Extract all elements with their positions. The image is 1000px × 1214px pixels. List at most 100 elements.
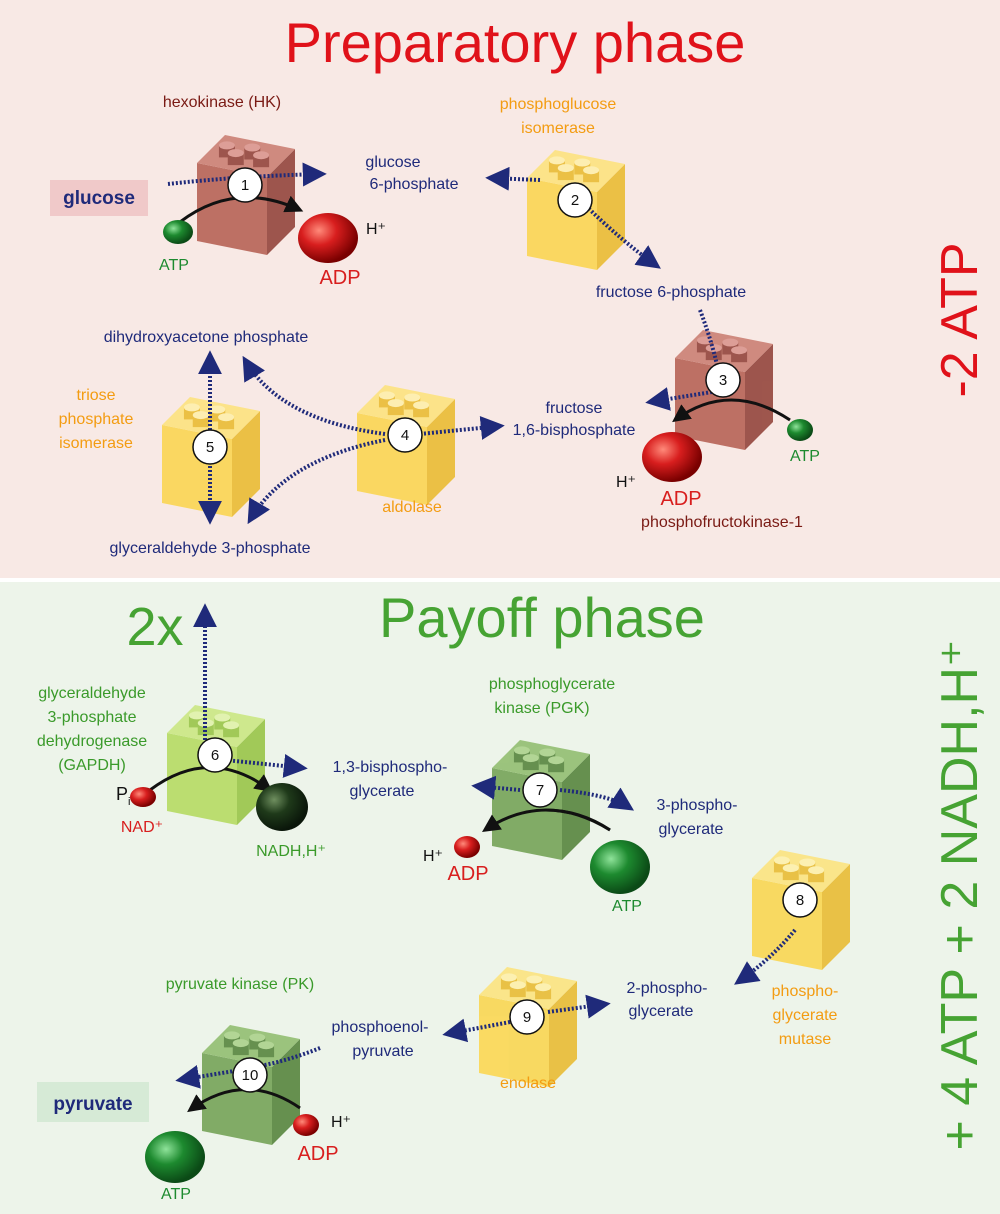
f6p-label: fructose 6-phosphate xyxy=(596,284,746,301)
atp-ball-step1 xyxy=(163,220,193,244)
step-marker-10: 10 xyxy=(232,1057,268,1093)
cube-stud-top xyxy=(253,151,270,160)
cube-stud-top xyxy=(808,866,825,875)
pgi-label-line1: phosphoglucose xyxy=(500,96,617,113)
step-marker-4: 4 xyxy=(387,417,423,453)
pgm-label-line3: mutase xyxy=(779,1031,832,1048)
payoff-energy-label: + 4 ATP + 2 NADH,H⁺ xyxy=(931,639,989,1150)
atp-ball-step7 xyxy=(590,840,650,894)
hplus-label-step3: H⁺ xyxy=(616,474,636,491)
metabolite-labels: glucose glucose 6-phosphate fructose 6-p… xyxy=(53,154,746,1115)
gap-label: glyceraldehyde 3-phosphate xyxy=(109,540,310,557)
nadh-label: NADH,H⁺ xyxy=(256,843,326,860)
cube-side-face xyxy=(549,981,577,1087)
atp-label-step7: ATP xyxy=(612,898,642,915)
pep-label-line1: phosphoenol- xyxy=(332,1019,429,1036)
arrow-pgi-to-f6p xyxy=(578,198,661,269)
cube-side-face xyxy=(232,411,260,517)
arrow-aldolase-to-dhap xyxy=(242,355,386,436)
hplus-label-step1: H⁺ xyxy=(366,221,386,238)
cube-side-face xyxy=(745,344,773,450)
cube-side-face xyxy=(562,754,590,860)
pgk-cube xyxy=(492,740,590,860)
atp-label-step10: ATP xyxy=(161,1186,191,1203)
aldolase-cube xyxy=(357,385,455,505)
adp-label-step7: ADP xyxy=(447,863,488,885)
arrow-aldolase-to-gap xyxy=(247,438,386,525)
arrow-pgi-to-g6p xyxy=(485,166,541,191)
step-marker-5: 5 xyxy=(192,429,228,465)
gapdh-label-line2: 3-phosphate xyxy=(48,709,137,726)
step-circle xyxy=(509,999,545,1035)
cube-stud-top xyxy=(209,405,226,414)
step-marker-8: 8 xyxy=(782,882,818,918)
step-number: 10 xyxy=(242,1067,259,1084)
atp-label-step3: ATP xyxy=(790,448,820,465)
f16bp-label-line1: fructose xyxy=(546,400,603,417)
adp-ball-step7 xyxy=(454,836,480,858)
g6p-label-line2: 6-phosphate xyxy=(370,176,459,193)
pi-label: Pi xyxy=(116,784,130,808)
nad-ball-step6 xyxy=(130,787,156,807)
pk-label: pyruvate kinase (PK) xyxy=(166,976,315,993)
pyruvate-box xyxy=(37,1082,149,1122)
step-number: 6 xyxy=(211,747,219,764)
cube-stud-top xyxy=(526,975,543,984)
multiplier-label: 2x xyxy=(126,597,183,657)
cube-stud-top xyxy=(218,413,235,422)
step-number: 9 xyxy=(523,1009,531,1026)
pfk-label: phosphofructokinase-1 xyxy=(641,514,803,531)
cube-side-face xyxy=(427,399,455,505)
arrow-enolase-to-pep xyxy=(442,1018,511,1043)
cofactor-arrow-step7b xyxy=(544,808,611,832)
cube-stud-top xyxy=(183,403,200,412)
arrow-pgk-to-3pg xyxy=(559,787,635,811)
preparatory-phase-background xyxy=(0,0,1000,580)
arrow-glucose-to-g6p xyxy=(167,162,327,187)
step-circle xyxy=(557,182,593,218)
cube-stud-top xyxy=(500,973,517,982)
cube-stud-top xyxy=(227,149,244,158)
atp-label-step1: ATP xyxy=(159,257,189,274)
cube-stud-top xyxy=(249,1033,266,1042)
cube-stud-top xyxy=(218,141,235,150)
step-marker-2: 2 xyxy=(557,182,593,218)
enolase-label: enolase xyxy=(500,1075,556,1092)
arrow-enolase-to-2pg xyxy=(547,994,611,1019)
step-circle xyxy=(197,737,233,773)
cube-stud-top xyxy=(509,981,526,990)
arrow-aldolase-to-f16bp xyxy=(419,415,505,440)
pgm-label-line2: glycerate xyxy=(773,1007,838,1024)
pgm-label-line1: phospho- xyxy=(772,983,839,1000)
step-marker-6: 6 xyxy=(197,737,233,773)
cube-stud-top xyxy=(513,746,530,755)
cube-stud-top xyxy=(548,756,565,765)
cube-stud-top xyxy=(773,856,790,865)
step-marker-7: 7 xyxy=(522,772,558,808)
adp-ball-step10 xyxy=(293,1114,319,1136)
step-marker-3: 3 xyxy=(705,362,741,398)
cube-stud-top xyxy=(188,711,205,720)
step-number: 8 xyxy=(796,892,804,909)
cube-stud-top xyxy=(799,858,816,867)
gapdh-label-line3: dehydrogenase xyxy=(37,733,147,750)
arrow-pfk-to-f16bp xyxy=(645,387,713,411)
step-marker-9: 9 xyxy=(509,999,545,1035)
step-number: 2 xyxy=(571,192,579,209)
gapdh-label-line4: (GAPDH) xyxy=(58,757,126,774)
cube-stud-top xyxy=(522,754,539,763)
cofactor-arrow-step3 xyxy=(672,398,791,423)
aldolase-label: aldolase xyxy=(382,499,442,516)
dhap-label: dihydroxyacetone phosphate xyxy=(104,329,309,346)
adp-ball-step1 xyxy=(298,213,358,263)
step-circle xyxy=(192,429,228,465)
step-number: 7 xyxy=(536,782,544,799)
cube-stud-top xyxy=(223,1031,240,1040)
cube-stud-top xyxy=(722,338,739,347)
cube-stud-top xyxy=(387,399,404,408)
cube-stud-top xyxy=(232,1039,249,1048)
step-circle xyxy=(387,417,423,453)
cube-side-face xyxy=(272,1039,300,1145)
